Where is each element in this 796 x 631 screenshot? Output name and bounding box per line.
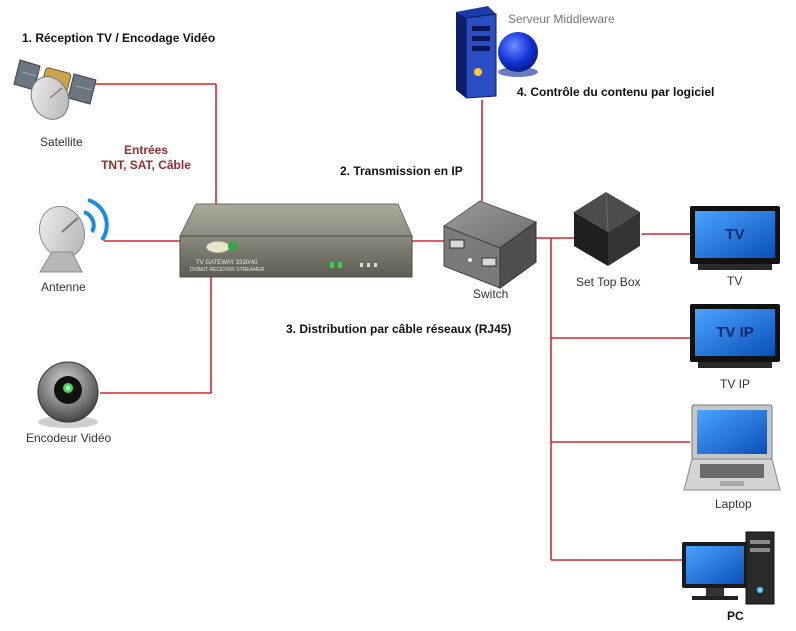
- switch-device: [442, 200, 538, 289]
- tv-ip-device: [690, 304, 780, 368]
- antenna-icon: [38, 198, 109, 273]
- label-laptop: Laptop: [715, 497, 752, 511]
- label-tvip: TV IP: [720, 377, 751, 391]
- label-pc: PC: [727, 609, 744, 623]
- satellite-icon: [13, 59, 97, 120]
- tv-gateway-device: [179, 203, 413, 278]
- gateway-model-label: TV GATEWAY 3330/40: [196, 260, 258, 266]
- set-top-box-device: [574, 191, 640, 266]
- label-switch: Switch: [473, 287, 509, 301]
- tv-device: [690, 206, 780, 270]
- inputs-label: Entrées TNT, SAT, Câble: [96, 143, 196, 173]
- server-icon: [456, 6, 538, 99]
- laptop-device: [683, 404, 781, 491]
- label-satellite: Satellite: [40, 135, 83, 149]
- inputs-line1: Entrées: [123, 143, 169, 157]
- inputs-line2: TNT, SAT, Câble: [101, 158, 191, 172]
- pc-device: [682, 531, 775, 605]
- label-tv: TV: [727, 274, 743, 288]
- encoder-camera-icon: [37, 361, 99, 428]
- label-serveur: Serveur Middleware: [508, 12, 615, 26]
- step-reception: 1. Réception TV / Encodage Vidéo: [22, 31, 216, 45]
- label-stb: Set Top Box: [576, 275, 641, 289]
- tvip-screen-text: TV IP: [716, 324, 754, 341]
- connection-lines: [86, 83, 690, 561]
- label-antenne: Antenne: [41, 280, 86, 294]
- step-controle: 4. Contrôle du contenu par logiciel: [517, 85, 715, 99]
- step-transmission: 2. Transmission en IP: [340, 164, 463, 178]
- gateway-desc-label: DVB&IT RECEIVER STREAMER: [190, 267, 264, 273]
- step-distribution: 3. Distribution par câble réseaux (RJ45): [286, 322, 512, 336]
- label-encodeur: Encodeur Vidéo: [26, 431, 112, 445]
- tv-screen-text: TV: [725, 226, 744, 243]
